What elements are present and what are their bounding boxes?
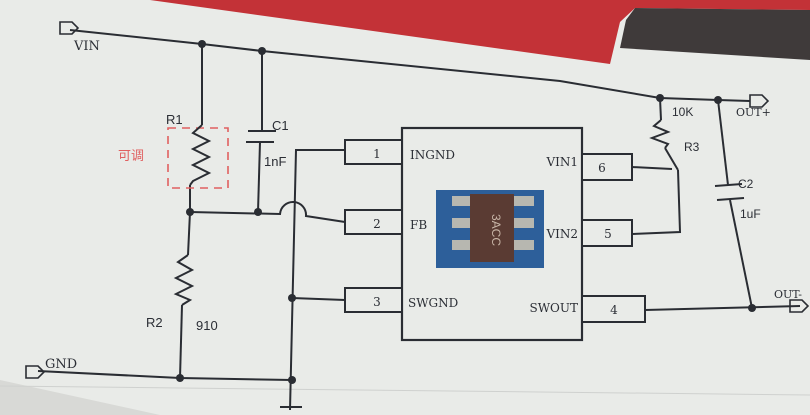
pin-box-6 xyxy=(581,153,633,181)
pin-2-name: FB xyxy=(410,218,427,232)
capacitor-c1 xyxy=(246,130,276,143)
pin-4-number: 4 xyxy=(610,303,618,317)
resistor-r3 xyxy=(649,119,671,149)
pin-6-number: 6 xyxy=(598,161,606,175)
ic-chip: 3ACC xyxy=(344,126,646,342)
pin-4-name: SWOUT xyxy=(529,301,578,315)
r1-adjustable-note: 可调 xyxy=(118,149,144,164)
out-plus-label: OUT+ xyxy=(736,106,771,119)
junction-dots xyxy=(176,40,756,384)
r2-ref: R2 xyxy=(146,315,163,330)
c1-ref: C1 xyxy=(272,118,289,133)
pin-6-name: VIN1 xyxy=(545,155,578,169)
r3-value: 10K xyxy=(672,105,693,119)
terminals xyxy=(25,21,810,379)
vin-label: VIN xyxy=(73,39,100,54)
out-plus-terminal xyxy=(749,94,770,108)
pin-1-number: 1 xyxy=(373,147,381,161)
pin-box-5 xyxy=(581,219,633,247)
c1-value: 1nF xyxy=(264,154,286,169)
labels: VIN GND OUT+ OUT- R1 可调 C1 1nF R2 910 10… xyxy=(45,39,802,372)
package-photo: 3ACC xyxy=(436,190,544,268)
r2-value: 910 xyxy=(196,318,218,333)
gnd-label: GND xyxy=(45,357,77,372)
pin-box-2 xyxy=(344,209,403,235)
pin-box-1 xyxy=(344,139,403,165)
pin-3-number: 3 xyxy=(373,295,381,309)
c2-value: 1uF xyxy=(740,207,761,221)
out-minus-terminal xyxy=(789,299,810,313)
pin-5-name: VIN2 xyxy=(545,227,578,241)
out-minus-label: OUT- xyxy=(774,288,802,301)
package-marking: 3ACC xyxy=(489,214,503,246)
pin-3-name: SWGND xyxy=(408,296,458,310)
gnd-terminal xyxy=(25,365,46,379)
vin-terminal xyxy=(59,21,80,35)
resistor-r2 xyxy=(173,254,195,306)
r1-ref: R1 xyxy=(166,112,183,127)
capacitor-c2 xyxy=(714,183,745,201)
c2-ref: C2 xyxy=(738,177,754,191)
pin-box-3 xyxy=(344,287,403,313)
pin-1-name: INGND xyxy=(410,148,455,162)
pin-box-4 xyxy=(581,295,646,323)
pin-5-number: 5 xyxy=(604,227,612,241)
pin-2-number: 2 xyxy=(373,217,381,231)
r3-ref: R3 xyxy=(684,140,700,154)
resistor-r1 xyxy=(167,124,229,189)
